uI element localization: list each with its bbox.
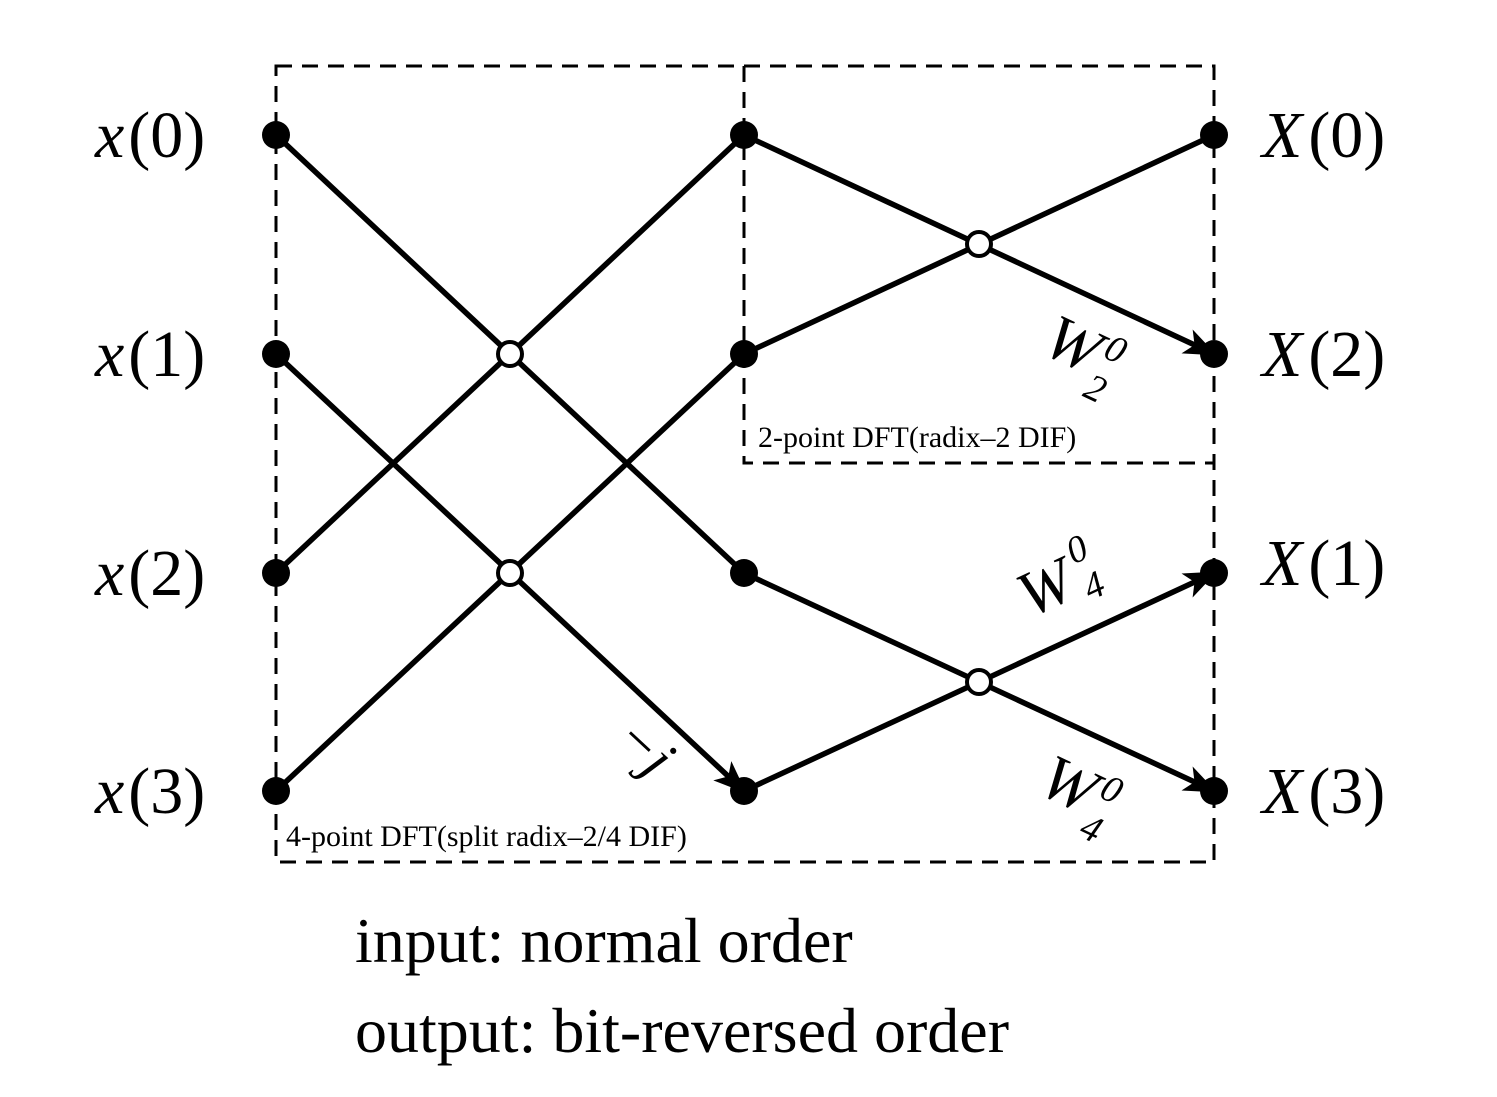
stage1-node-0 [730, 121, 758, 149]
input-labels: x(0) x(1) x(2) x(3) [94, 99, 205, 828]
sum-node-upper-right [965, 230, 993, 258]
two-point-dft-box [742, 66, 1214, 465]
stage1-node-3 [730, 777, 758, 805]
twiddle-w4-lower: W 0 4 [1030, 740, 1129, 851]
note-output-order: output: bit-reversed order [355, 995, 1009, 1066]
input-node-3 [262, 777, 290, 805]
twiddle-w4-upper: W 0 4 [1006, 527, 1112, 631]
input-label-2: x(2) [94, 537, 205, 610]
stage1-node-2 [730, 559, 758, 587]
output-label-1: X(2) [1259, 318, 1385, 391]
solid-nodes [262, 121, 1228, 805]
inner-box-caption: 2-point DFT(radix–2 DIF) [758, 421, 1076, 454]
output-label-3: X(3) [1259, 755, 1385, 828]
sum-node-lower-left [496, 559, 524, 587]
sum-node-upper-left [496, 340, 524, 368]
output-labels: X(0) X(2) X(1) X(3) [1259, 99, 1385, 828]
output-label-2: X(1) [1259, 527, 1385, 600]
sum-nodes [496, 230, 993, 696]
stage1-node-1 [730, 340, 758, 368]
input-node-1 [262, 340, 290, 368]
note-input-order: input: normal order [355, 905, 853, 976]
input-node-2 [262, 559, 290, 587]
output-node-3 [1200, 777, 1228, 805]
twiddle-w2: W 0 2 [1034, 300, 1133, 411]
input-label-0: x(0) [94, 99, 205, 172]
output-node-0 [1200, 121, 1228, 149]
twiddle-labels: −j W 0 2 W 0 4 W 0 4 [603, 300, 1133, 851]
output-label-0: X(0) [1259, 99, 1385, 172]
input-node-0 [262, 121, 290, 149]
output-node-2 [1200, 559, 1228, 587]
outer-box-caption: 4-point DFT(split radix–2/4 DIF) [286, 820, 687, 853]
twiddle-w4-upper-sub: 4 [1076, 563, 1111, 609]
output-node-1 [1200, 340, 1228, 368]
twiddle-minus-j: −j [603, 704, 688, 789]
sum-node-lower-right [965, 668, 993, 696]
input-label-3: x(3) [94, 755, 205, 828]
input-label-1: x(1) [94, 318, 205, 391]
